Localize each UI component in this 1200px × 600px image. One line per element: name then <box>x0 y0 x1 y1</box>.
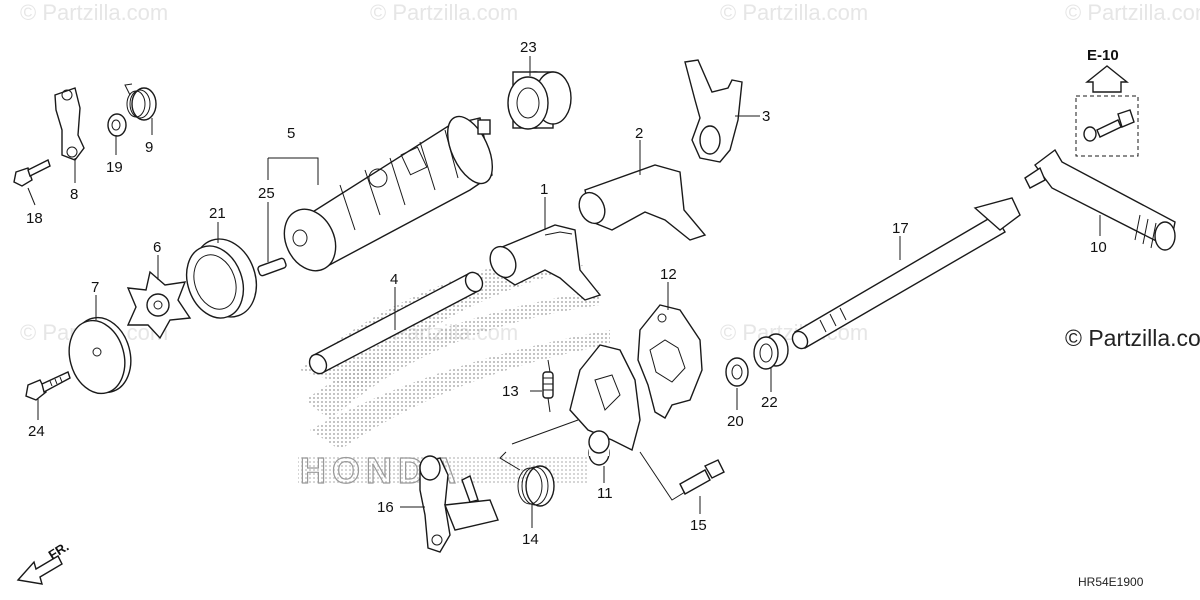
e10-reference-box[interactable]: E-10 <box>1075 47 1139 157</box>
part-22-bearing[interactable] <box>753 333 789 370</box>
callout-10[interactable]: 10 <box>1090 239 1107 256</box>
front-arrow-icon <box>16 555 63 585</box>
callout-5[interactable]: 5 <box>287 125 295 142</box>
part-21-bearing[interactable] <box>177 230 267 326</box>
part-8-stopper-arm[interactable] <box>54 87 85 161</box>
watermark: © Partzilla.com <box>1065 0 1200 25</box>
part-17-shaft[interactable] <box>789 197 1021 351</box>
callout-3[interactable]: 3 <box>762 108 770 125</box>
callout-25[interactable]: 25 <box>258 185 275 202</box>
callout-18[interactable]: 18 <box>26 210 43 227</box>
callout-21[interactable]: 21 <box>209 205 226 222</box>
callout-2[interactable]: 2 <box>635 125 643 142</box>
callout-13[interactable]: 13 <box>502 383 519 400</box>
callout-11[interactable]: 11 <box>597 485 613 502</box>
callout-6[interactable]: 6 <box>153 239 161 256</box>
callout-8[interactable]: 8 <box>70 186 78 203</box>
part-19-washer[interactable] <box>107 113 127 137</box>
diagram-code: HR54E1900 <box>1078 575 1144 589</box>
part-2-shift-fork[interactable] <box>574 164 707 241</box>
up-arrow-icon <box>1085 65 1129 93</box>
front-label: FR. <box>46 539 72 563</box>
callout-20[interactable]: 20 <box>727 413 744 430</box>
callout-numbers: 1 2 3 4 5 6 7 8 9 10 11 12 13 14 15 16 1… <box>26 39 1107 548</box>
part-9-spring[interactable] <box>124 83 157 121</box>
callout-7[interactable]: 7 <box>91 279 99 296</box>
part-16-shift-arm[interactable] <box>419 455 499 553</box>
part-12-plate[interactable] <box>637 304 703 419</box>
part-1-shift-fork[interactable] <box>485 224 602 301</box>
part-15-bolt[interactable] <box>679 459 725 495</box>
callout-23[interactable]: 23 <box>520 39 537 56</box>
watermark: © Partzilla.com <box>720 0 868 25</box>
part-24-bolt[interactable] <box>25 371 71 401</box>
callout-12[interactable]: 12 <box>660 266 677 283</box>
part-7-plate[interactable] <box>61 311 139 400</box>
watermark: © Partzilla.com <box>370 0 518 25</box>
callout-19[interactable]: 19 <box>106 159 123 176</box>
part-6-star-plate[interactable] <box>126 270 192 340</box>
part-3-shift-fork[interactable] <box>684 59 743 163</box>
callout-14[interactable]: 14 <box>522 531 539 548</box>
callout-15[interactable]: 15 <box>690 517 707 534</box>
callout-1[interactable]: 1 <box>540 181 548 198</box>
part-5-shift-drum[interactable] <box>275 110 502 279</box>
callout-22[interactable]: 22 <box>761 394 778 411</box>
part-13-spring[interactable] <box>542 359 554 413</box>
callout-4[interactable]: 4 <box>390 271 398 288</box>
part-4-shaft[interactable] <box>306 269 486 376</box>
part-18-bolt[interactable] <box>13 159 51 187</box>
watermark: © Partzilla.com <box>20 0 168 25</box>
part-14-spring[interactable] <box>499 451 555 507</box>
part-11-spindle-plate[interactable] <box>569 344 641 466</box>
ref-label: E-10 <box>1087 47 1119 64</box>
front-direction-indicator: FR. <box>16 539 72 585</box>
part-25-pin[interactable] <box>257 257 287 277</box>
copyright-notice: © Partzilla.com <box>1065 325 1200 351</box>
callout-16[interactable]: 16 <box>377 499 394 516</box>
callout-9[interactable]: 9 <box>145 139 153 156</box>
part-23-bearing[interactable] <box>507 71 572 130</box>
part-20-washer[interactable] <box>725 357 749 387</box>
callout-24[interactable]: 24 <box>28 423 45 440</box>
part-10-shift-spindle[interactable] <box>1024 148 1176 251</box>
leader-lines <box>27 56 1101 528</box>
callout-17[interactable]: 17 <box>892 220 909 237</box>
